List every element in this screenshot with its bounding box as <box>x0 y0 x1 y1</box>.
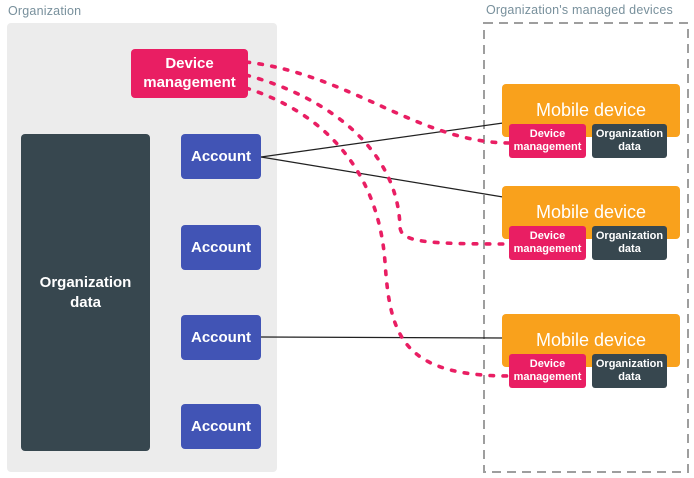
mobile-device-3-title: Mobile device <box>535 330 647 350</box>
mobile-device-2-organization-data-badge: Organization data <box>592 226 667 260</box>
mobile-device-2-device-management-label: Device management <box>513 229 582 255</box>
account-box-3: Account <box>181 315 261 360</box>
mobile-device-1: Mobile device Device management Organiza… <box>502 84 680 158</box>
mobile-device-2-device-management-badge: Device management <box>509 226 586 260</box>
account-box-1: Account <box>181 134 261 179</box>
mobile-device-2-title: Mobile device <box>535 202 647 222</box>
mobile-device-2: Mobile device Device management Organiza… <box>502 186 680 260</box>
mobile-device-1-organization-data-badge: Organization data <box>592 124 667 158</box>
account-box-2: Account <box>181 225 261 270</box>
mobile-device-1-title: Mobile device <box>535 100 647 120</box>
organization-data-box: Organization data <box>21 134 150 451</box>
managed-devices-label: Organization's managed devices <box>486 3 673 17</box>
mobile-device-3: Mobile device Device management Organiza… <box>502 314 680 388</box>
connection-dm-device3 <box>244 86 512 378</box>
connection-account3-device3 <box>260 336 504 339</box>
connection-account1-device1 <box>260 122 504 158</box>
organization-data-box-label: Organization data <box>39 274 132 311</box>
mobile-device-3-device-management-label: Device management <box>513 357 582 383</box>
account-box-4-label: Account <box>191 418 251 435</box>
account-box-3-label: Account <box>191 329 251 346</box>
mobile-device-1-organization-data-label: Organization data <box>595 127 664 153</box>
mobile-device-3-organization-data-badge: Organization data <box>592 354 667 388</box>
account-box-1-label: Account <box>191 148 251 165</box>
mobile-device-2-organization-data-label: Organization data <box>595 229 664 255</box>
device-management-box: Device management <box>131 49 248 98</box>
organization-label: Organization <box>8 4 82 18</box>
device-management-box-label: Device management <box>143 54 236 91</box>
connection-account1-device2 <box>260 156 504 198</box>
mobile-device-3-device-management-badge: Device management <box>509 354 586 388</box>
mobile-device-1-device-management-label: Device management <box>513 127 582 153</box>
account-box-2-label: Account <box>191 239 251 256</box>
mobile-device-3-organization-data-label: Organization data <box>595 357 664 383</box>
connection-dm-device2 <box>244 73 512 246</box>
mobile-device-1-device-management-badge: Device management <box>509 124 586 158</box>
connection-dm-device1 <box>244 60 512 145</box>
account-box-4: Account <box>181 404 261 449</box>
